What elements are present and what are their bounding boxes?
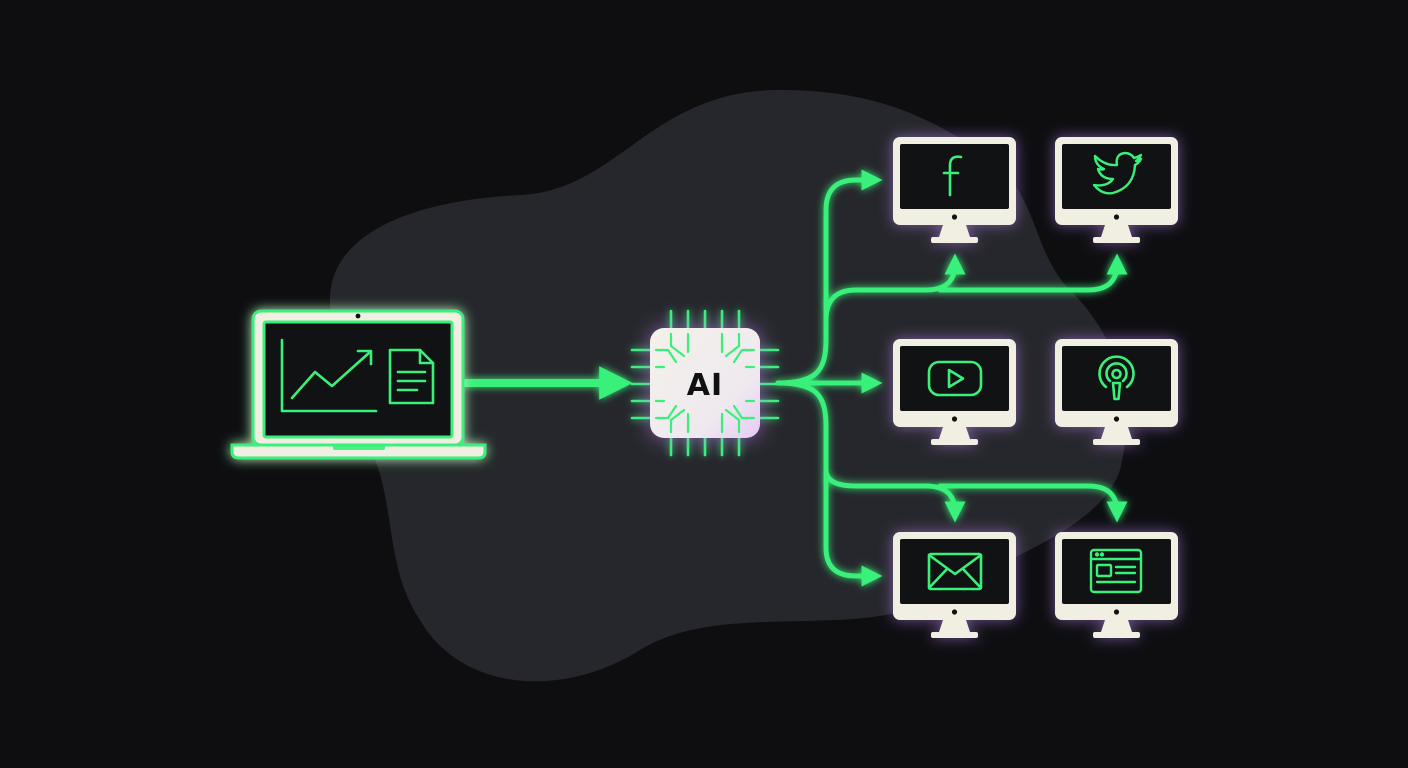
chip-icon: AI [630,309,780,457]
twitter-icon [1092,151,1143,195]
arrow-ai-to-facebook [775,169,883,386]
laptop-icon [230,309,487,460]
monitor-web [1055,532,1178,638]
email-icon [927,552,983,591]
monitor-facebook [893,137,1016,243]
arrow-ai-to-twitter [937,253,1128,293]
line-chart-icon [280,338,378,413]
monitor-email [893,532,1016,638]
monitor-twitter [1055,137,1178,243]
arrow-ai-to-facebook-upper [823,253,966,323]
arrow-ai-lower-branch [775,380,966,523]
podcast-icon [1098,355,1135,401]
arrow-ai-to-web [937,483,1128,523]
arrow-ai-to-email [823,437,883,587]
monitor-podcast [1055,339,1178,445]
document-icon [388,348,435,405]
browser-article-icon [1089,548,1143,594]
youtube-icon [927,360,983,397]
connectors [462,169,1128,587]
facebook-icon [942,155,963,197]
monitor-youtube [893,339,1016,445]
ai-label: AI [687,368,723,403]
